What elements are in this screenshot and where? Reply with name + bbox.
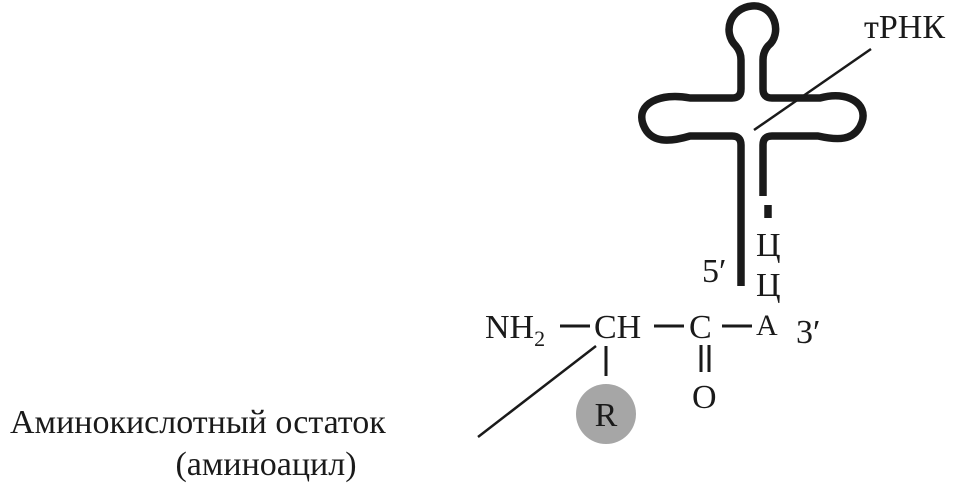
five-prime-label: 5′ xyxy=(702,253,726,290)
nucleotide-c-upper: Ц xyxy=(756,227,781,264)
residue-label-line1: Аминокислотный остаток xyxy=(10,404,386,441)
oxygen-label: O xyxy=(692,379,717,416)
residue-label-line2: (аминоацил) xyxy=(175,446,356,483)
nucleotide-a: А xyxy=(756,309,778,342)
alpha-carbon-label: CH xyxy=(594,309,641,346)
residue-leader-line xyxy=(477,345,597,438)
nucleotide-c-lower: Ц xyxy=(756,267,781,304)
three-prime-label: 3′ xyxy=(796,314,820,351)
amino-group-label: NH2 xyxy=(485,309,545,351)
r-group-circle xyxy=(576,384,636,444)
carbonyl-carbon-label: C xyxy=(689,309,712,346)
trna-cloverleaf xyxy=(638,2,867,286)
r-group-label: R xyxy=(595,397,618,434)
trna-label: тРНК xyxy=(864,9,945,46)
trna-leader-line xyxy=(753,47,872,132)
